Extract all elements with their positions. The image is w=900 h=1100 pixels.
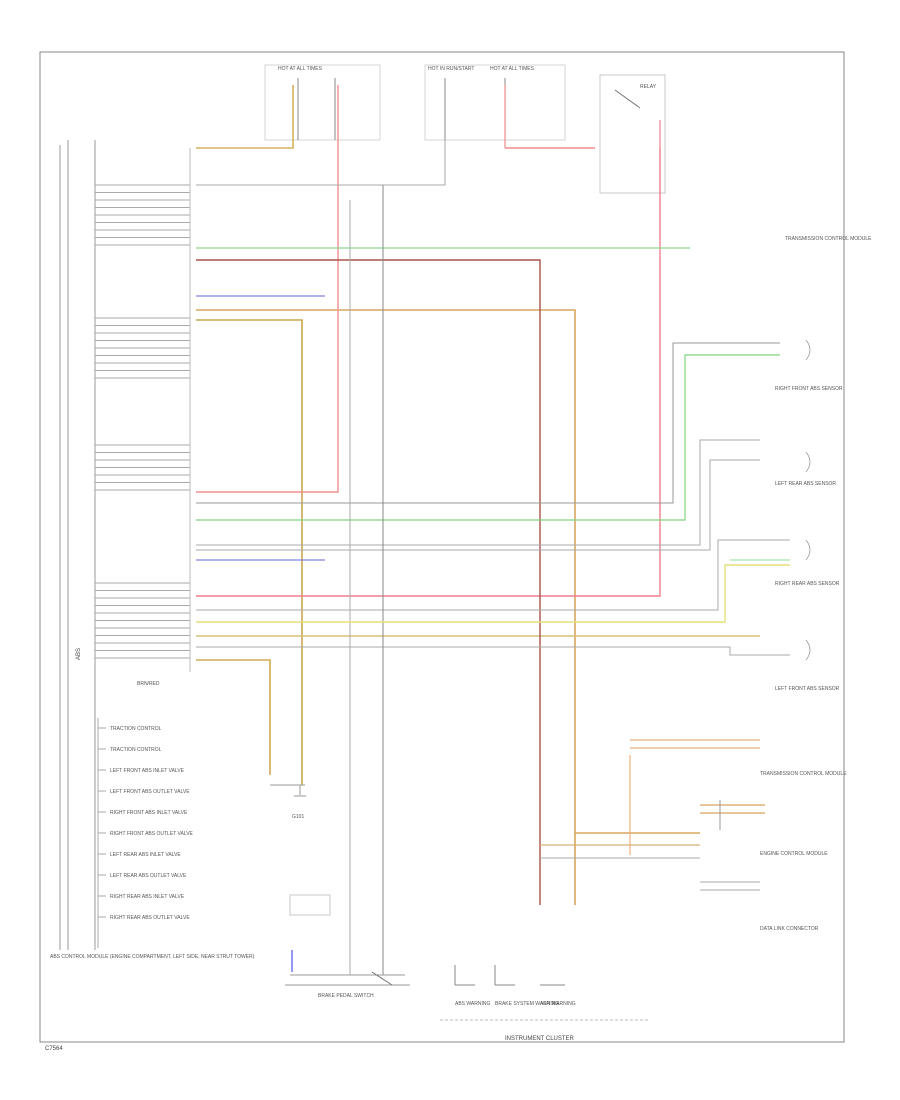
valve-legend: TRACTION CONTROL TRACTION CONTROL LEFT FRO… [97, 718, 194, 948]
wire [196, 646, 790, 656]
cluster-item-1: ABS WARNING [455, 1001, 490, 1007]
abs-module-bars [59, 140, 96, 950]
legend-item: LEFT FRONT ABS INLET VALVE [110, 768, 185, 774]
legend-item: LEFT REAR ABS INLET VALVE [110, 852, 181, 858]
legend-item: RIGHT REAR ABS OUTLET VALVE [110, 915, 190, 921]
right-label-8: DATA LINK CONNECTOR [760, 926, 819, 932]
module-pin-stubs [95, 184, 190, 659]
footer-code: C7564 [45, 1046, 63, 1052]
diagram-frame [39, 51, 845, 1043]
legend-item: RIGHT REAR ABS INLET VALVE [110, 894, 185, 900]
brake-switch [285, 894, 410, 986]
wire [196, 439, 760, 546]
wire [196, 564, 790, 623]
right-label-6: TRANSMISSION CONTROL MODULE [760, 771, 847, 777]
ground-symbol [270, 784, 306, 797]
fuse-label-3: HOT AT ALL TIMES [490, 66, 535, 72]
wire [196, 140, 446, 186]
fuse-label-1: HOT AT ALL TIMES [278, 66, 323, 72]
wire [196, 342, 780, 504]
cluster-label: INSTRUMENT CLUSTER [505, 1036, 575, 1042]
wire [196, 259, 541, 905]
relay-box [599, 74, 666, 194]
right-label-2: RIGHT FRONT ABS SENSOR [775, 386, 843, 392]
legend-item: TRACTION CONTROL [110, 747, 162, 753]
cluster-item-3: ASR WARNING [540, 1001, 576, 1007]
legend-item: LEFT REAR ABS OUTLET VALVE [110, 873, 187, 879]
wire [196, 148, 661, 597]
right-label-5: LEFT FRONT ABS SENSOR [775, 686, 840, 692]
right-connectors [719, 339, 811, 830]
wire-color-legend: BRN/RED [137, 681, 160, 687]
wire [196, 309, 576, 905]
wire [196, 539, 790, 611]
legend-item: RIGHT FRONT ABS INLET VALVE [110, 810, 188, 816]
wire [196, 659, 271, 775]
legend-item: TRACTION CONTROL [110, 726, 162, 732]
fuse-block [264, 64, 566, 141]
fuse-label-2: HOT IN RUN/START [428, 66, 474, 72]
legend-item: RIGHT FRONT ABS OUTLET VALVE [110, 831, 194, 837]
relay-label: RELAY [640, 84, 657, 90]
wire [196, 354, 780, 521]
instrument-cluster [440, 965, 650, 1021]
wire [196, 459, 760, 551]
wire [196, 85, 294, 149]
cluster-item-2: BRAKE SYSTEM WARNING [495, 1001, 559, 1007]
legend-item: LEFT FRONT ABS OUTLET VALVE [110, 789, 190, 795]
wire-harness [196, 85, 790, 975]
wire [196, 85, 339, 493]
module-caption: ABS CONTROL MODULE (ENGINE COMPARTMENT, … [50, 954, 255, 960]
module-label: ABS [76, 648, 82, 660]
wire [196, 319, 303, 785]
right-label-7: ENGINE CONTROL MODULE [760, 851, 828, 857]
switch-label: BRAKE PEDAL SWITCH [318, 993, 374, 999]
right-label-3: LEFT REAR ABS SENSOR [775, 481, 836, 487]
right-label-4: RIGHT REAR ABS SENSOR [775, 581, 840, 587]
ground-label: G101 [292, 814, 304, 820]
right-label-1: TRANSMISSION CONTROL MODULE [785, 236, 872, 242]
